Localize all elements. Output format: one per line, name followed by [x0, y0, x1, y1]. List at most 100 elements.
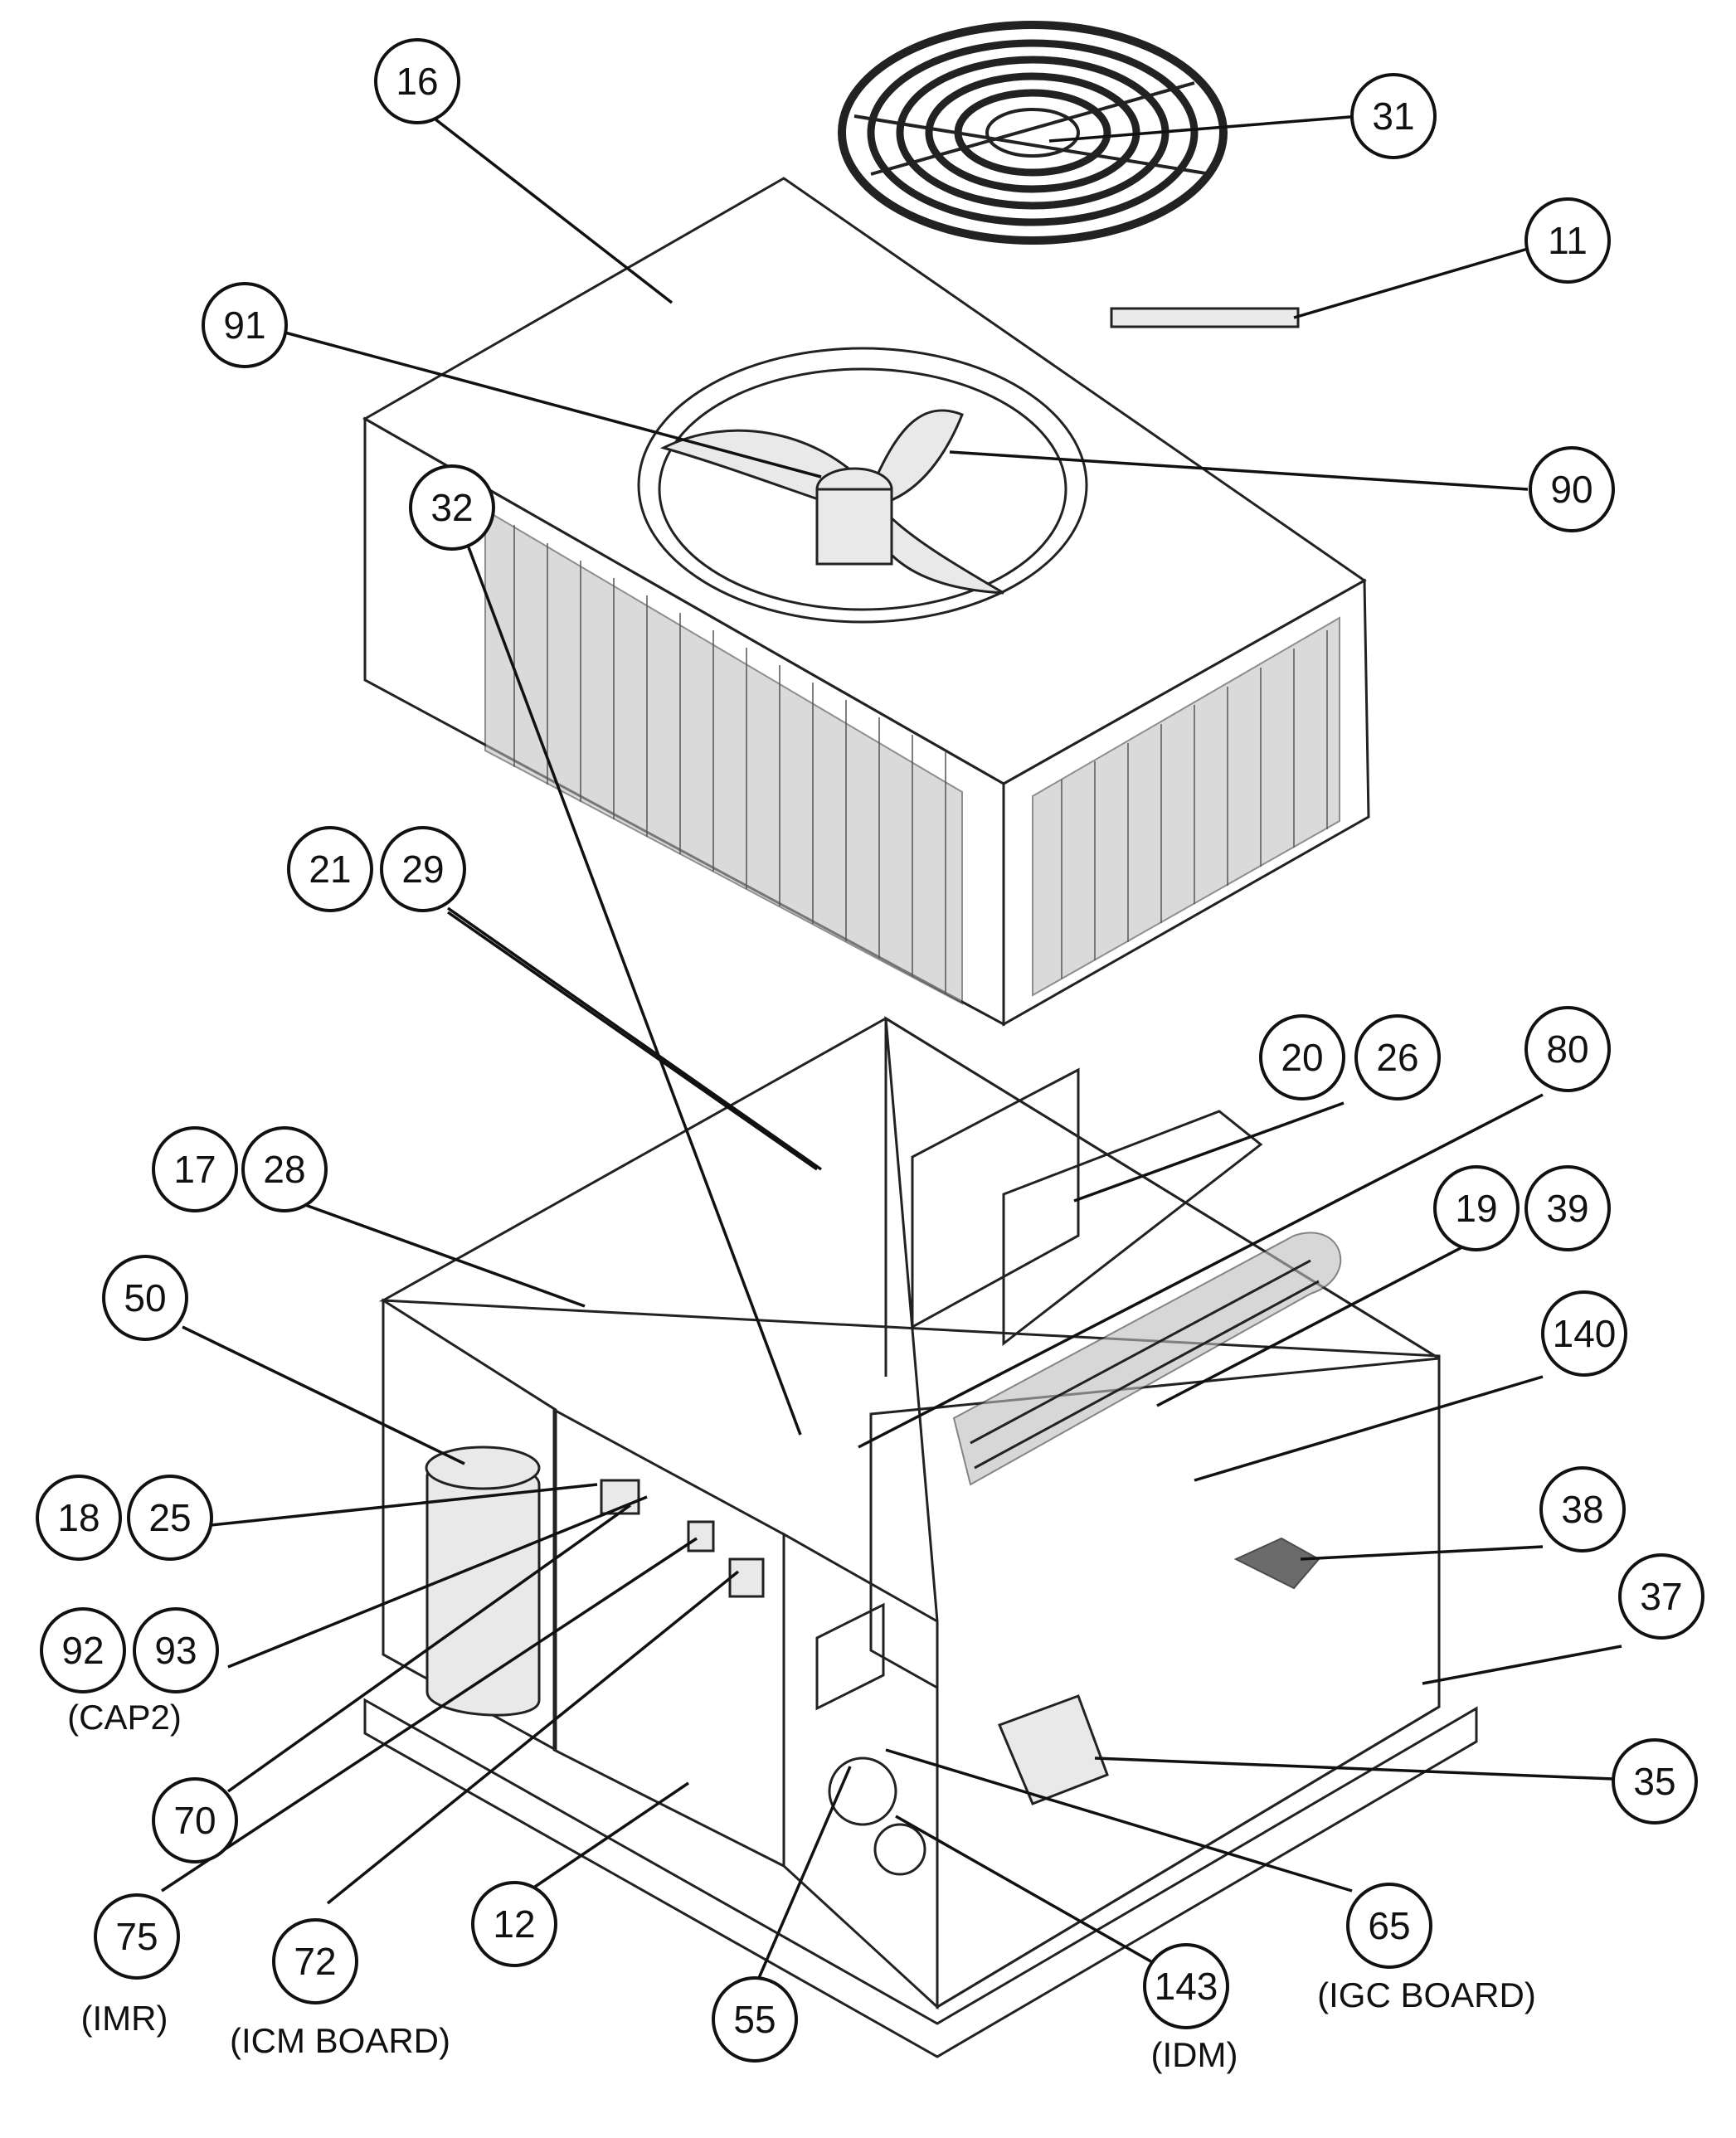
leader-75 — [161, 1537, 698, 1893]
callout-26[interactable]: 26 — [1354, 1014, 1441, 1101]
callout-55[interactable]: 55 — [712, 1976, 798, 2063]
callout-16[interactable]: 16 — [374, 38, 460, 124]
callout-11[interactable]: 11 — [1524, 197, 1611, 284]
leader-11 — [1293, 247, 1529, 319]
leader-55 — [757, 1766, 852, 1979]
callout-18[interactable]: 18 — [36, 1475, 122, 1561]
label-plate-part — [1233, 1537, 1320, 1590]
leader-90 — [949, 450, 1529, 491]
svg-text:20: 20 — [1281, 1036, 1323, 1079]
leader-32-main — [467, 547, 802, 1436]
svg-text:18: 18 — [57, 1496, 100, 1539]
callout-140[interactable]: 140 — [1541, 1290, 1627, 1377]
leader-37 — [1422, 1645, 1622, 1685]
top-cover-assembly — [362, 177, 1370, 1027]
drain-fitting-part — [1110, 307, 1300, 328]
callout-28[interactable]: 28 — [241, 1126, 328, 1212]
label-cap2: (CAP2) — [67, 1698, 182, 1737]
callout-65[interactable]: 65 — [1346, 1883, 1432, 1969]
gas-valve-part — [828, 1757, 897, 1826]
sub-labels: (CAP2) (IMR) (ICM BOARD) (IDM) (IGC BOAR… — [67, 1698, 1536, 2074]
svg-text:21: 21 — [309, 848, 351, 891]
leader-lines — [161, 114, 1622, 1979]
label-igc-board: (IGC BOARD) — [1317, 1975, 1536, 2014]
leader-70 — [226, 1504, 632, 1793]
heat-exchanger-tube-line-2 — [974, 1280, 1320, 1470]
leader-19-39 — [1156, 1238, 1477, 1407]
leader-17-28 — [298, 1201, 586, 1308]
fan-orifice-inner — [658, 367, 1067, 611]
svg-text:140: 140 — [1553, 1312, 1617, 1355]
callout-72[interactable]: 72 — [272, 1918, 358, 2004]
igc-board-part — [815, 1602, 885, 1711]
svg-text:11: 11 — [1548, 219, 1588, 262]
svg-text:143: 143 — [1155, 1965, 1218, 2008]
callout-35[interactable]: 35 — [1612, 1738, 1698, 1825]
fan-motor-body — [815, 488, 893, 566]
callout-38[interactable]: 38 — [1539, 1466, 1626, 1552]
callout-31[interactable]: 31 — [1350, 73, 1437, 159]
callout-19[interactable]: 19 — [1433, 1165, 1520, 1251]
callout-50[interactable]: 50 — [102, 1255, 188, 1341]
callout-29[interactable]: 29 — [380, 826, 466, 912]
svg-text:17: 17 — [173, 1148, 216, 1191]
fan-guard — [838, 21, 1228, 245]
leader-80 — [858, 1093, 1544, 1449]
callout-21[interactable]: 21 — [287, 826, 373, 912]
leader-140 — [1194, 1375, 1544, 1482]
leader-18-25 — [202, 1483, 598, 1528]
heat-exchanger-tube-line-1 — [970, 1259, 1311, 1445]
svg-text:25: 25 — [148, 1496, 191, 1539]
callout-17[interactable]: 17 — [152, 1126, 238, 1212]
callout-20[interactable]: 20 — [1259, 1014, 1345, 1101]
svg-text:50: 50 — [124, 1276, 166, 1319]
callout-32[interactable]: 32 — [409, 464, 495, 551]
svg-text:93: 93 — [154, 1629, 197, 1672]
gas-section-panel — [782, 1532, 939, 2010]
callout-39[interactable]: 39 — [1524, 1165, 1611, 1251]
svg-text:37: 37 — [1640, 1575, 1682, 1618]
svg-text:26: 26 — [1376, 1036, 1418, 1079]
condenser-coil-right — [1032, 616, 1340, 997]
inducer-housing-part — [998, 1694, 1109, 1805]
leader-38 — [1300, 1545, 1544, 1561]
callout-93[interactable]: 93 — [133, 1607, 219, 1693]
leader-65 — [885, 1748, 1353, 1893]
callout-92[interactable]: 92 — [40, 1607, 126, 1693]
base-cabinet-assembly — [363, 1016, 1478, 2058]
callout-91[interactable]: 91 — [202, 282, 288, 368]
leader-92-93 — [227, 1495, 648, 1669]
contactor-part — [600, 1479, 640, 1515]
fan-orifice-ring — [637, 347, 1088, 624]
callout-25[interactable]: 25 — [127, 1475, 213, 1561]
condenser-coil-left — [484, 508, 963, 1005]
svg-text:12: 12 — [493, 1902, 535, 1946]
svg-text:55: 55 — [733, 1998, 776, 2041]
callout-90[interactable]: 90 — [1529, 446, 1615, 532]
svg-text:16: 16 — [396, 60, 438, 103]
callout-bubbles: 16 31 11 91 90 21 29 32 20 26 80 17 28 1… — [36, 38, 1704, 2063]
callout-80[interactable]: 80 — [1524, 1006, 1611, 1092]
evaporator-coil-section — [911, 1067, 1080, 1329]
svg-text:28: 28 — [263, 1148, 305, 1191]
leader-31 — [1048, 114, 1361, 143]
leader-20-26 — [1073, 1101, 1345, 1203]
svg-text:19: 19 — [1455, 1187, 1497, 1230]
fan-blade-2 — [869, 409, 964, 503]
callout-75[interactable]: 75 — [94, 1893, 180, 1980]
leader-143 — [895, 1815, 1166, 1971]
condenser-coil-fins-right — [1061, 630, 1328, 979]
callout-12[interactable]: 12 — [471, 1881, 557, 1967]
callout-70[interactable]: 70 — [152, 1777, 238, 1863]
callout-37[interactable]: 37 — [1618, 1553, 1704, 1640]
callout-143[interactable]: 143 — [1143, 1943, 1229, 2029]
svg-text:72: 72 — [294, 1940, 336, 1983]
svg-text:35: 35 — [1633, 1760, 1675, 1803]
label-idm: (IDM) — [1151, 2035, 1238, 2074]
label-imr: (IMR) — [81, 1999, 168, 2038]
leader-35 — [1094, 1757, 1614, 1781]
condenser-coil-fins-left — [513, 525, 946, 994]
leader-21-29 — [446, 911, 819, 1171]
svg-text:90: 90 — [1550, 468, 1593, 511]
heat-exchanger-partition — [1002, 1110, 1263, 1347]
